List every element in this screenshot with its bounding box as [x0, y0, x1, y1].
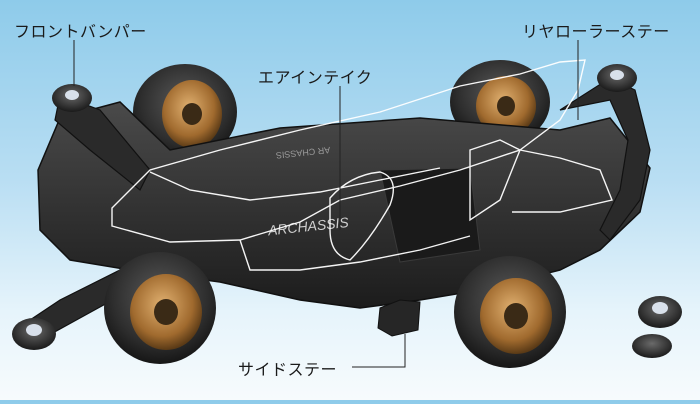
rear-top-roller: [597, 64, 637, 92]
side-stay: [377, 299, 421, 337]
label-air-intake: エアインテイク: [258, 68, 373, 87]
front-top-roller: [52, 84, 92, 112]
label-rear-roller-stay: リヤローラーステー: [522, 22, 670, 41]
label-side-stay: サイドステー: [238, 360, 338, 379]
front-right-wheel: [454, 256, 566, 368]
front-left-wheel: [104, 252, 216, 364]
body-outline: [111, 59, 613, 271]
front-bottom-roller: [12, 318, 56, 350]
label-front-bumper: フロントバンパー: [14, 22, 147, 41]
rear-left-wheel: [133, 64, 237, 160]
rear-bottom-roller: [638, 296, 682, 328]
leader-side-stay: [352, 334, 406, 368]
rear-bottom-roller-2: [632, 334, 672, 358]
